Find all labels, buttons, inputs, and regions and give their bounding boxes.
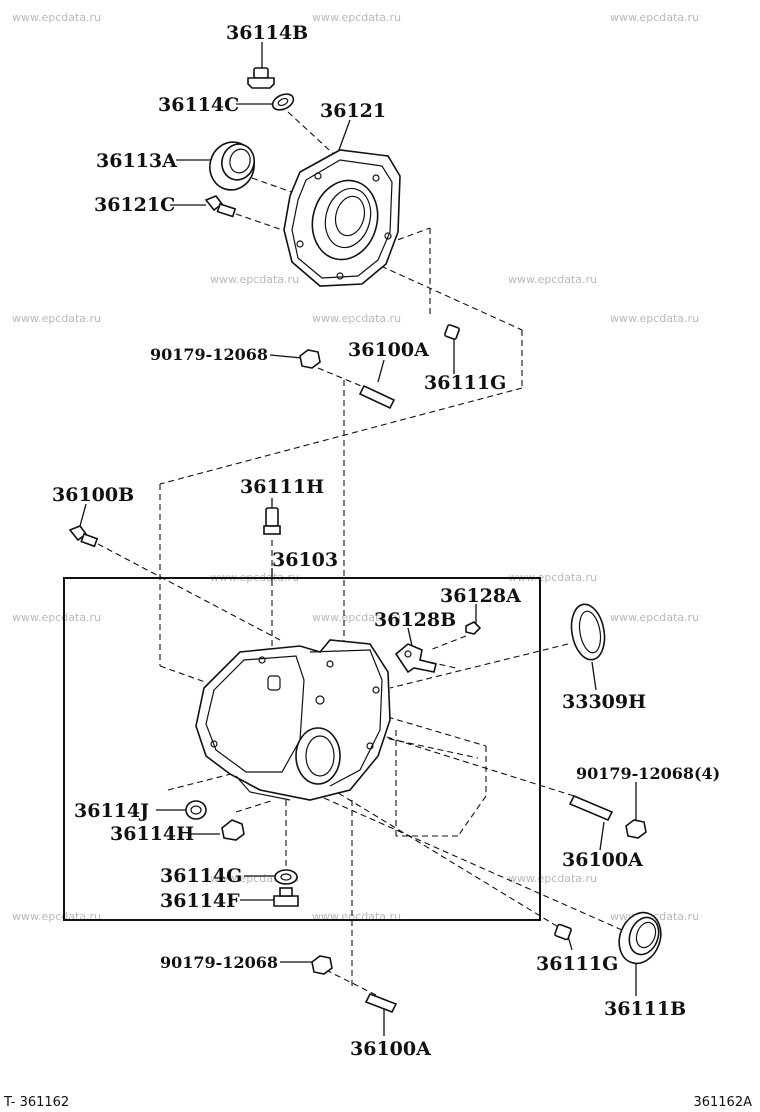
watermark: www.epcdata.ru: [508, 872, 597, 885]
part-label-36111g-bottom: 36111G: [536, 953, 618, 975]
part-label-36114h: 36114H: [110, 823, 194, 845]
watermark: www.epcdata.ru: [312, 611, 401, 624]
part-label-36100a-top: 36100A: [348, 339, 429, 361]
watermark: www.epcdata.ru: [12, 312, 101, 325]
oil-seal-36113a-icon: [209, 141, 255, 191]
part-label-36114c: 36114C: [158, 94, 239, 116]
part-label-36100a-bottom: 36100A: [350, 1038, 431, 1060]
plug-36114h-icon: [221, 819, 245, 841]
watermark: www.epcdata.ru: [12, 611, 101, 624]
nut-90179-right-icon: [625, 819, 647, 839]
footer-right-code: 361162A: [693, 1095, 752, 1110]
part-label-90179-top: 90179-12068: [150, 345, 268, 364]
watermark-group: www.epcdata.ru www.epcdata.ru www.epcdat…: [12, 11, 699, 923]
nut-90179-bottom-icon: [311, 955, 333, 975]
watermark: www.epcdata.ru: [312, 312, 401, 325]
bolt-36128a-icon: [465, 621, 482, 635]
gasket-36114g-icon: [274, 869, 298, 885]
part-label-36111h: 36111H: [240, 476, 324, 498]
part-label-36121c: 36121C: [94, 194, 175, 216]
watermark: www.epcdata.ru: [12, 11, 101, 24]
transfer-case-36103-icon: [195, 639, 391, 801]
part-label-36121: 36121: [320, 100, 386, 122]
plug-36114b-icon: [247, 67, 275, 89]
oil-seal-36111b-icon: [618, 911, 662, 965]
nut-90179-top-icon: [299, 349, 321, 369]
part-label-36128b: 36128B: [374, 609, 456, 631]
breather-plug-36111h-icon: [263, 507, 281, 535]
part-label-36114g: 36114G: [160, 865, 242, 887]
bolt-36100b-icon: [68, 525, 99, 548]
part-label-36100a-right: 36100A: [562, 849, 643, 871]
part-label-36113a: 36113A: [96, 150, 177, 172]
part-labels: 36114B 36114C 36121 36113A 36121C 90179-…: [52, 22, 720, 1060]
part-label-33309h: 33309H: [562, 691, 646, 713]
part-label-36111g-top: 36111G: [424, 372, 506, 394]
part-label-36103: 36103: [272, 549, 338, 571]
assembly-frame: [63, 577, 541, 921]
watermark: www.epcdata.ru: [210, 273, 299, 286]
part-label-36114j: 36114J: [74, 800, 149, 822]
part-label-36114f: 36114F: [160, 890, 240, 912]
watermark: www.epcdata.ru: [610, 11, 699, 24]
part-label-90179-bottom: 90179-12068: [160, 953, 278, 972]
bolt-36121c-icon: [204, 195, 237, 218]
part-label-36111b: 36111B: [604, 998, 686, 1020]
part-label-36114b: 36114B: [226, 22, 308, 44]
gasket-36114c-icon: [271, 93, 295, 111]
watermark: www.epcdata.ru: [312, 11, 401, 24]
seal-ring-33309h-icon: [570, 603, 606, 661]
stud-36100a-right-icon: [568, 794, 614, 822]
watermark: www.epcdata.ru: [610, 312, 699, 325]
watermark: www.epcdata.ru: [508, 273, 597, 286]
watermark: www.epcdata.ru: [508, 571, 597, 584]
watermark: www.epcdata.ru: [12, 910, 101, 923]
footer-left-code: T- 361162: [3, 1095, 69, 1110]
gasket-36114j-icon: [185, 800, 207, 820]
part-label-90179-right: 90179-12068(4): [576, 764, 720, 783]
watermark: www.epcdata.ru: [312, 910, 401, 923]
pin-36111g-top-icon: [444, 324, 460, 340]
pin-36111g-bottom-icon: [554, 923, 572, 941]
leader-lines: [79, 42, 637, 1036]
assembly-dashed-lines: [97, 111, 623, 996]
bracket-36128b-icon: [394, 643, 437, 674]
part-label-36100b: 36100B: [52, 484, 134, 506]
plug-36114f-icon: [273, 887, 299, 907]
stud-36100a-bottom-icon: [364, 992, 398, 1014]
watermark: www.epcdata.ru: [610, 611, 699, 624]
part-label-36128a: 36128A: [440, 585, 521, 607]
stud-36100a-top-icon: [358, 384, 396, 410]
transfer-cover-36121-icon: [283, 149, 401, 287]
